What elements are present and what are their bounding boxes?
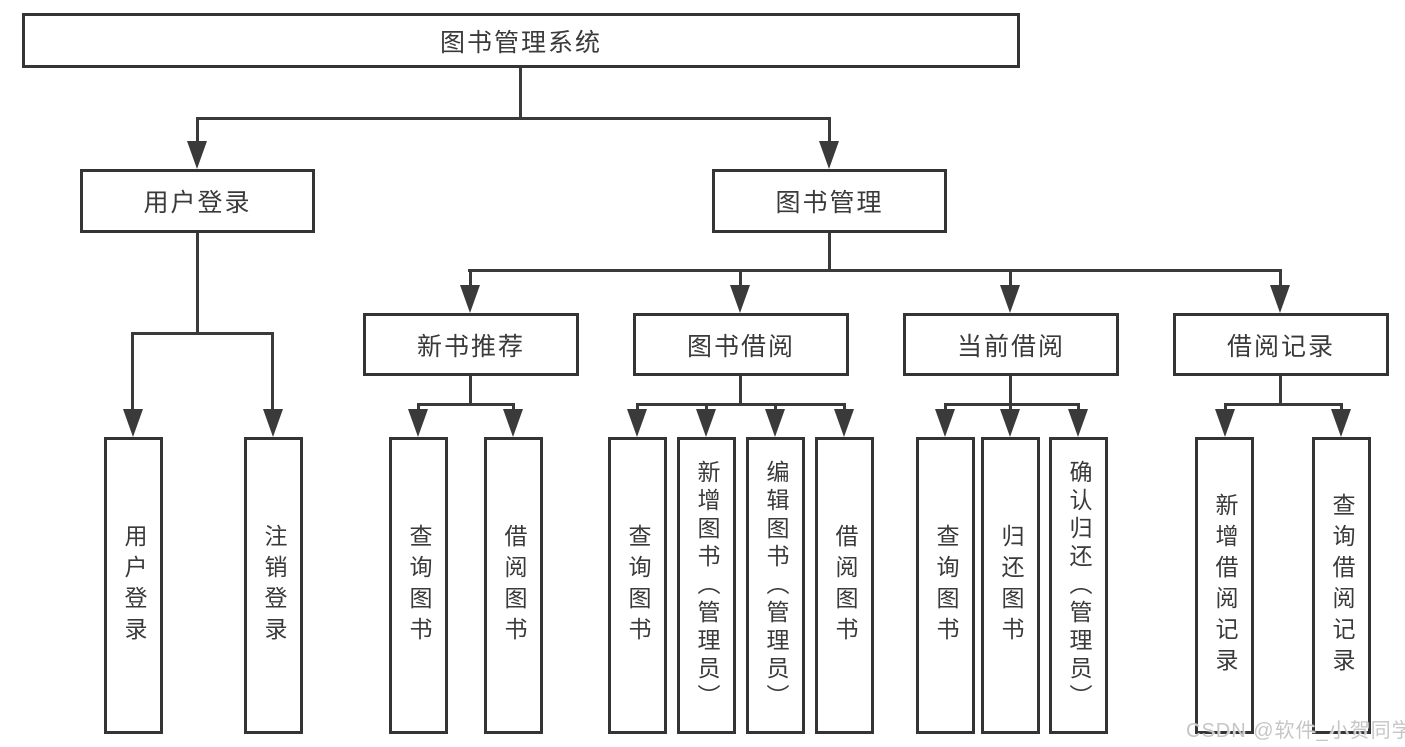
connector-drop-level3 bbox=[1279, 269, 1282, 287]
connector-newbook-bus bbox=[417, 403, 515, 406]
node-borrow-records: 借阅记录 bbox=[1173, 313, 1389, 376]
node-book-borrow: 图书借阅 bbox=[633, 313, 849, 376]
node-new-book-recommend: 新书推荐 bbox=[363, 313, 579, 376]
arrowhead-icon bbox=[730, 285, 750, 313]
connector-drop-leaf bbox=[705, 403, 708, 413]
node-book-management-label: 图书管理 bbox=[775, 189, 884, 217]
leaf-current-return-book-label: 归还图书 bbox=[998, 523, 1024, 648]
connector-drop-leaf bbox=[271, 332, 274, 412]
connector-drop-leaf bbox=[131, 332, 134, 412]
node-user-login: 用户登录 bbox=[80, 169, 315, 233]
connector-root-bus bbox=[196, 117, 831, 120]
connector-borrowrecords-stem bbox=[1279, 375, 1282, 406]
connector-bookmgmt-bus bbox=[468, 269, 1281, 272]
connector-drop-leaf bbox=[944, 403, 947, 413]
leaf-newbook-borrow-book: 借阅图书 bbox=[484, 437, 543, 734]
leaf-borrow-borrow-book: 借阅图书 bbox=[815, 437, 874, 734]
connector-drop-leaf bbox=[1340, 403, 1343, 413]
connector-root-stem bbox=[519, 67, 522, 120]
leaf-current-return-book: 归还图书 bbox=[981, 437, 1040, 734]
arrowhead-icon bbox=[765, 409, 785, 437]
leaf-records-query-record: 查询借阅记录 bbox=[1312, 437, 1371, 734]
leaf-borrow-query-book-label: 查询图书 bbox=[625, 523, 651, 648]
arrowhead-icon bbox=[1215, 409, 1235, 437]
leaf-borrow-borrow-book-label: 借阅图书 bbox=[832, 523, 858, 648]
leaf-borrow-query-book: 查询图书 bbox=[608, 437, 667, 734]
arrowhead-icon bbox=[1000, 409, 1020, 437]
connector-userlogin-stem bbox=[196, 233, 199, 334]
connector-drop-leaf bbox=[774, 403, 777, 413]
node-root: 图书管理系统 bbox=[22, 13, 1020, 68]
node-user-login-label: 用户登录 bbox=[143, 189, 252, 217]
leaf-current-confirm-return-admin-label: 确认归还（管理员） bbox=[1066, 459, 1092, 712]
connector-drop-leaf bbox=[1224, 403, 1227, 413]
leaf-newbook-query-book: 查询图书 bbox=[389, 437, 448, 734]
node-current-borrow: 当前借阅 bbox=[903, 313, 1119, 376]
connector-bookborrow-bus bbox=[636, 403, 846, 406]
arrowhead-icon bbox=[263, 409, 283, 437]
node-new-book-recommend-label: 新书推荐 bbox=[416, 332, 525, 361]
connector-drop-leaf bbox=[512, 403, 515, 413]
csdn-watermark: CSDN @软件_小贺同学 bbox=[1186, 720, 1405, 742]
arrowhead-icon bbox=[834, 409, 854, 437]
connector-drop-level3 bbox=[739, 269, 742, 287]
connector-drop-leaf bbox=[636, 403, 639, 413]
leaf-borrow-edit-book-admin: 编辑图书（管理员） bbox=[746, 437, 805, 734]
leaf-records-query-record-label: 查询借阅记录 bbox=[1329, 492, 1355, 679]
arrowhead-icon bbox=[1068, 409, 1088, 437]
node-book-borrow-label: 图书借阅 bbox=[686, 332, 795, 361]
connector-currentborrow-bus bbox=[944, 403, 1080, 406]
connector-drop-level3 bbox=[469, 269, 472, 287]
leaf-borrow-add-book-admin: 新增图书（管理员） bbox=[677, 437, 736, 734]
connector-userlogin-bus bbox=[131, 332, 274, 335]
leaf-newbook-borrow-book-label: 借阅图书 bbox=[501, 523, 527, 648]
leaf-borrow-add-book-admin-label: 新增图书（管理员） bbox=[694, 459, 720, 712]
leaf-borrow-edit-book-admin-label: 编辑图书（管理员） bbox=[763, 459, 789, 712]
arrowhead-icon bbox=[627, 409, 647, 437]
connector-bookborrow-stem bbox=[739, 375, 742, 406]
leaf-current-query-book-label: 查询图书 bbox=[933, 523, 959, 648]
connector-borrowrecords-bus bbox=[1224, 403, 1343, 406]
connector-drop-leaf bbox=[417, 403, 420, 413]
leaf-current-query-book: 查询图书 bbox=[916, 437, 975, 734]
arrowhead-icon bbox=[187, 141, 207, 169]
node-book-management: 图书管理 bbox=[712, 169, 947, 233]
arrowhead-icon bbox=[1000, 285, 1020, 313]
leaf-logout: 注销登录 bbox=[244, 437, 303, 734]
leaf-logout-label: 注销登录 bbox=[261, 523, 287, 648]
arrowhead-icon bbox=[1270, 285, 1290, 313]
leaf-user-login-label: 用户登录 bbox=[121, 523, 147, 648]
leaf-user-login: 用户登录 bbox=[104, 437, 163, 734]
arrowhead-icon bbox=[408, 409, 428, 437]
arrowhead-icon bbox=[1331, 409, 1351, 437]
node-root-label: 图书管理系统 bbox=[439, 28, 602, 57]
arrowhead-icon bbox=[460, 285, 480, 313]
connector-bookmgmt-stem bbox=[828, 232, 831, 270]
connector-drop-level3 bbox=[1009, 269, 1012, 287]
arrowhead-icon bbox=[696, 409, 716, 437]
arrowhead-icon bbox=[503, 409, 523, 437]
arrowhead-icon bbox=[819, 141, 839, 169]
node-current-borrow-label: 当前借阅 bbox=[956, 332, 1065, 361]
arrowhead-icon bbox=[935, 409, 955, 437]
connector-drop-leaf bbox=[1009, 403, 1012, 413]
leaf-newbook-query-book-label: 查询图书 bbox=[406, 523, 432, 648]
connector-newbook-stem bbox=[469, 375, 472, 406]
leaf-current-confirm-return-admin: 确认归还（管理员） bbox=[1049, 437, 1108, 734]
connector-currentborrow-stem bbox=[1009, 375, 1012, 406]
leaf-records-add-record-label: 新增借阅记录 bbox=[1212, 492, 1238, 679]
node-borrow-records-label: 借阅记录 bbox=[1226, 332, 1335, 361]
arrowhead-icon bbox=[123, 409, 143, 437]
connector-drop-book-management bbox=[828, 117, 831, 144]
connector-drop-user-login bbox=[196, 117, 199, 144]
connector-drop-leaf bbox=[843, 403, 846, 413]
leaf-records-add-record: 新增借阅记录 bbox=[1195, 437, 1254, 734]
connector-drop-leaf bbox=[1077, 403, 1080, 413]
